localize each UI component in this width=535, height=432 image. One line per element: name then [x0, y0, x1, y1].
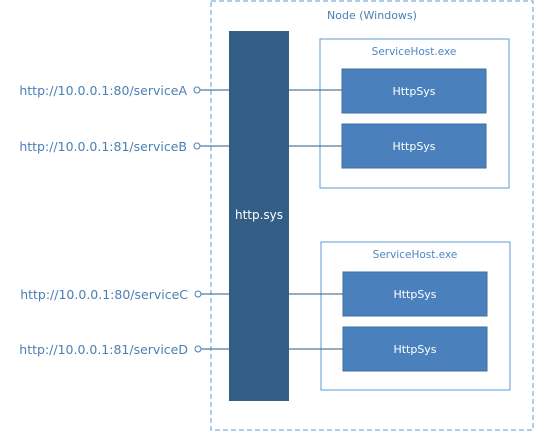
http-sys-bar	[229, 31, 289, 401]
endpoint-port-b	[193, 142, 201, 150]
endpoint-url-c: http://10.0.0.1:80/serviceC	[20, 287, 188, 302]
httpsys-module-2a	[342, 271, 488, 317]
service-host-box-1	[319, 38, 510, 189]
httpsys-module-label-2a: HttpSys	[393, 288, 436, 301]
service-host-box-2	[320, 241, 511, 391]
node-title: Node (Windows)	[327, 9, 417, 22]
endpoint-port-a	[193, 86, 201, 94]
httpsys-module-1a	[341, 68, 487, 114]
endpoint-port-c	[194, 290, 202, 298]
service-host-title-2: ServiceHost.exe	[373, 249, 458, 261]
endpoint-port-d	[194, 345, 202, 353]
endpoint-url-a: http://10.0.0.1:80/serviceA	[19, 83, 187, 98]
endpoint-url-b: http://10.0.0.1:81/serviceB	[19, 139, 187, 154]
httpsys-module-label-1a: HttpSys	[392, 85, 435, 98]
httpsys-module-1b	[341, 123, 487, 169]
node-container	[210, 0, 534, 431]
httpsys-module-label-1b: HttpSys	[392, 140, 435, 153]
httpsys-module-label-2b: HttpSys	[393, 343, 436, 356]
service-host-title-1: ServiceHost.exe	[372, 46, 457, 58]
endpoint-url-d: http://10.0.0.1:81/serviceD	[19, 342, 188, 357]
http-sys-label: http.sys	[235, 208, 283, 222]
